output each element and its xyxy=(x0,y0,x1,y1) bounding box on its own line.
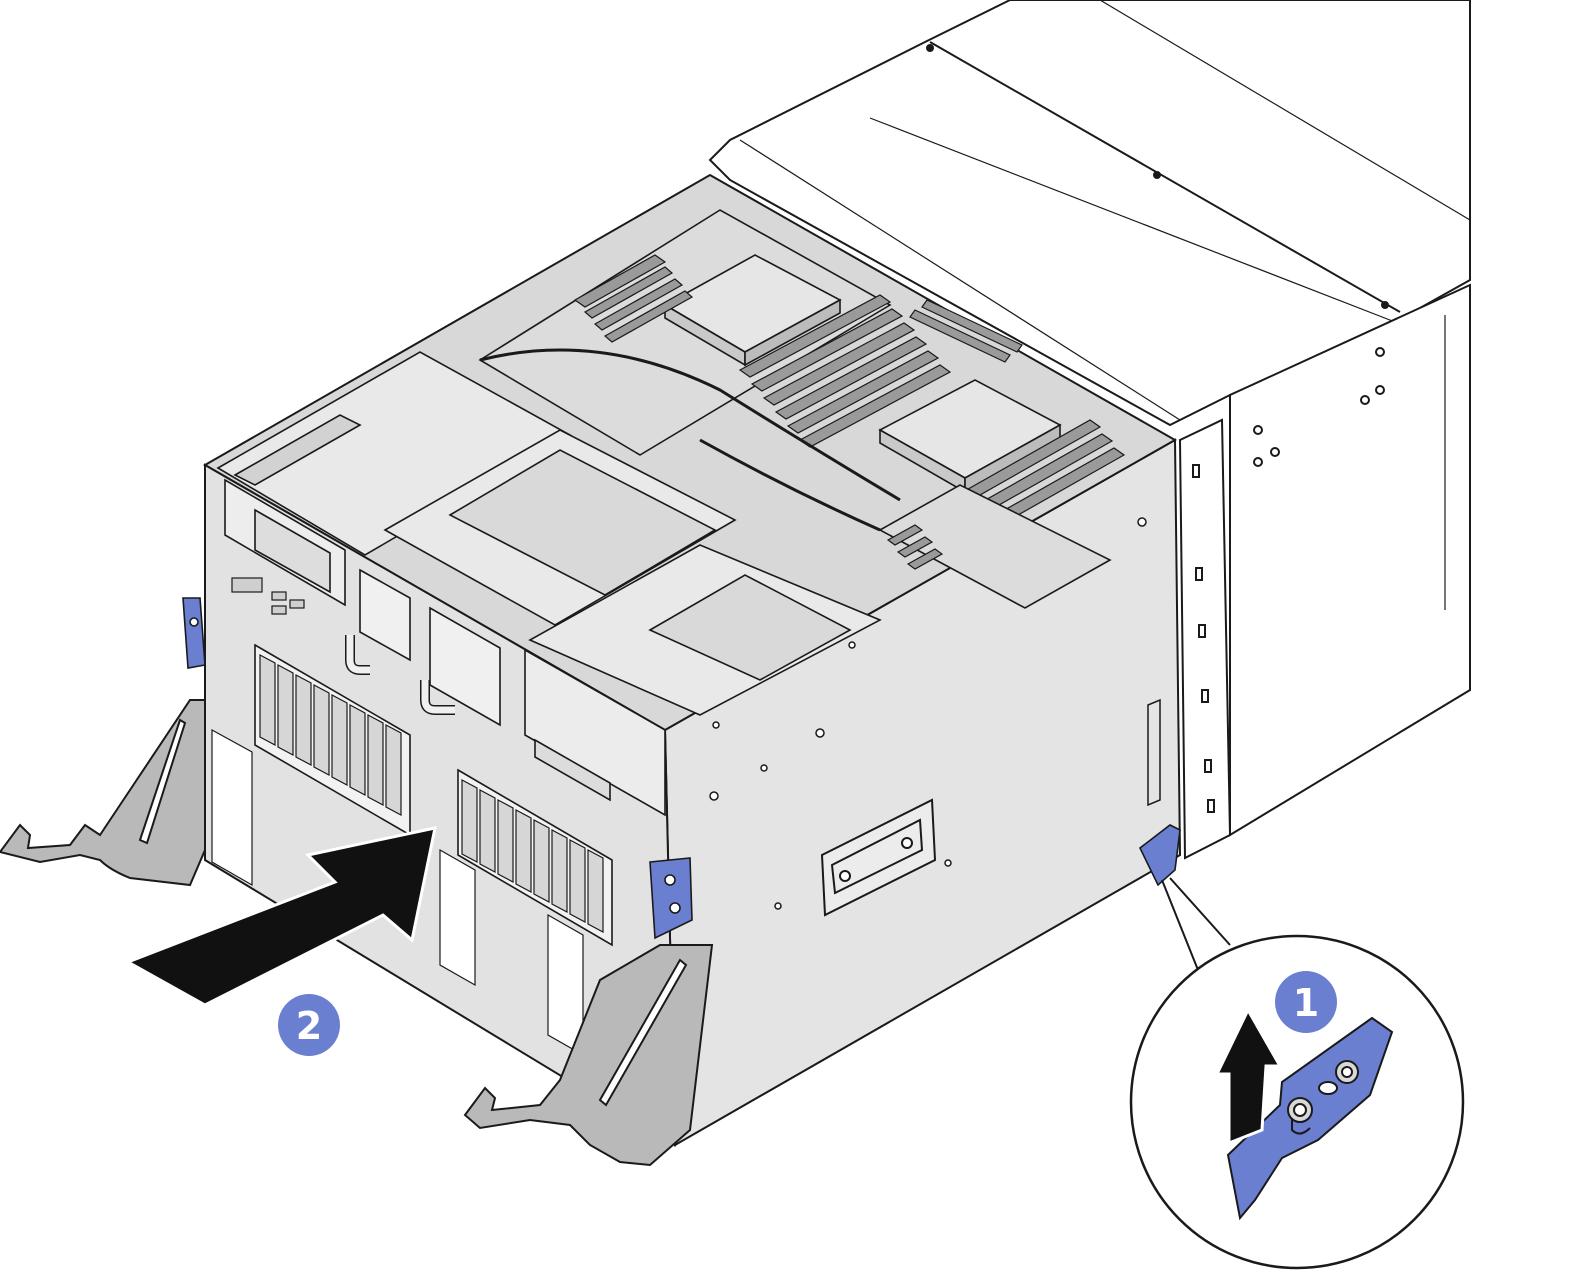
memory-dimm-bank-1 xyxy=(573,254,694,343)
rack-mounting-flange xyxy=(1178,418,1232,860)
latch-left-front xyxy=(182,597,206,669)
rack-enclosure xyxy=(708,0,1471,860)
rack-top-cover xyxy=(708,0,1471,427)
system-board-upper xyxy=(478,209,892,456)
processor-heatsink-2 xyxy=(878,379,1062,494)
push-arrow-icon xyxy=(124,826,437,1007)
side-carry-handle xyxy=(820,798,937,917)
rack-rail-right xyxy=(463,944,714,1167)
step-1-badge: 1 xyxy=(1275,971,1337,1033)
system-board-lower xyxy=(878,484,1112,609)
module-handles xyxy=(345,568,501,727)
front-io-ports xyxy=(231,577,305,615)
step-2-badge: 2 xyxy=(278,994,340,1056)
step-2-label: 2 xyxy=(296,1004,322,1048)
detail-callout-leader xyxy=(1161,877,1231,971)
detail-callout-circle xyxy=(1129,934,1465,1270)
front-bays xyxy=(211,478,666,1057)
processor-heatsink-1 xyxy=(663,254,842,367)
memory-dimm-bank-2 xyxy=(738,294,952,448)
rack-rail-left xyxy=(0,699,206,887)
chassis-internals xyxy=(216,209,1126,716)
latch-detail xyxy=(1226,1016,1394,1221)
latch-rack-release xyxy=(1138,824,1181,887)
step-1-label: 1 xyxy=(1293,981,1319,1025)
lift-arrow-icon xyxy=(1214,1006,1283,1146)
pcie-slot-openings xyxy=(211,728,584,1057)
rack-side-panel xyxy=(1229,283,1471,837)
latch-right-front xyxy=(649,857,693,940)
drive-bay-group-2-drives xyxy=(461,779,604,933)
drive-bay-group-1-drives xyxy=(259,654,402,816)
